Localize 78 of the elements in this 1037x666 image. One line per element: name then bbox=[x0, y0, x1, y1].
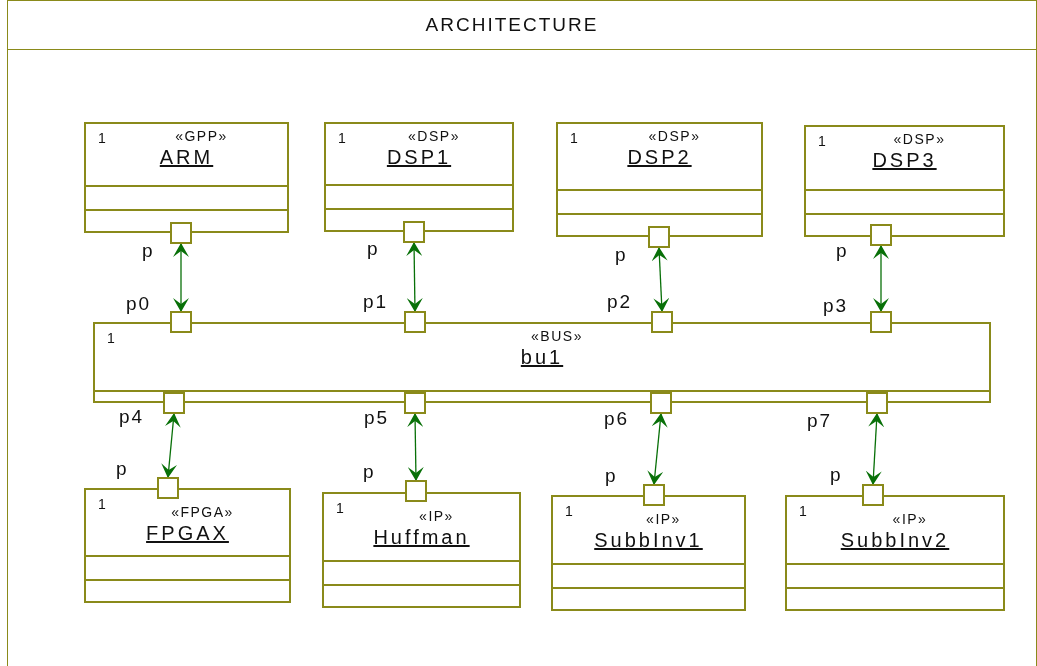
port-label: p4 bbox=[119, 407, 145, 426]
part-box bbox=[556, 122, 763, 237]
port-label: p6 bbox=[604, 409, 630, 428]
stereotype: «DSP» bbox=[408, 128, 460, 144]
double-arrow bbox=[647, 413, 668, 485]
port-square bbox=[403, 221, 425, 243]
stereotype: «DSP» bbox=[893, 131, 946, 147]
part-box bbox=[322, 492, 521, 608]
part-name: SubbInv2 bbox=[840, 529, 950, 552]
port-label: p bbox=[830, 465, 843, 484]
port-square bbox=[866, 392, 888, 414]
multiplicity: 1 bbox=[565, 503, 573, 519]
port-label: p bbox=[605, 466, 618, 485]
port-label: p5 bbox=[364, 408, 390, 427]
port-square bbox=[870, 311, 892, 333]
stereotype: «GPP» bbox=[175, 128, 228, 144]
port-label: p bbox=[363, 462, 376, 481]
port-square bbox=[643, 484, 665, 506]
part-name: DSP2 bbox=[627, 146, 692, 169]
frame bbox=[7, 0, 1037, 666]
port-label: p bbox=[367, 239, 380, 258]
port-label: p2 bbox=[607, 292, 633, 311]
multiplicity: 1 bbox=[336, 500, 344, 516]
port-square bbox=[170, 222, 192, 244]
port-square bbox=[651, 311, 673, 333]
port-square bbox=[170, 311, 192, 333]
stereotype: «BUS» bbox=[531, 328, 583, 344]
double-arrow bbox=[407, 413, 424, 481]
multiplicity: 1 bbox=[570, 130, 578, 146]
part-box bbox=[785, 495, 1005, 611]
multiplicity: 1 bbox=[98, 130, 106, 146]
multiplicity: 1 bbox=[98, 496, 106, 512]
part-box bbox=[804, 125, 1005, 237]
port-square bbox=[405, 480, 427, 502]
double-arrow bbox=[406, 242, 423, 312]
port-label: p bbox=[142, 241, 155, 260]
port-square bbox=[870, 224, 892, 246]
multiplicity: 1 bbox=[799, 503, 807, 519]
part-box bbox=[84, 488, 291, 603]
double-arrow bbox=[865, 413, 885, 485]
part-name: FPGAX bbox=[146, 522, 229, 545]
frame-title: ARCHITECTURE bbox=[425, 14, 599, 36]
part-box bbox=[84, 122, 289, 233]
port-label: p bbox=[836, 241, 849, 260]
stereotype: «IP» bbox=[419, 508, 454, 524]
multiplicity: 1 bbox=[338, 130, 346, 146]
part-box bbox=[93, 322, 991, 403]
double-arrow bbox=[161, 413, 181, 478]
stereotype: «FPGA» bbox=[171, 504, 234, 520]
part-name: SubbInv1 bbox=[594, 529, 703, 552]
part-box bbox=[551, 495, 746, 611]
port-square bbox=[648, 226, 670, 248]
double-arrow bbox=[651, 247, 670, 312]
port-square bbox=[163, 392, 185, 414]
port-label: p0 bbox=[126, 294, 152, 313]
stereotype: «DSP» bbox=[648, 128, 701, 144]
part-box bbox=[324, 122, 514, 232]
double-arrow bbox=[873, 245, 889, 312]
port-label: p bbox=[116, 459, 129, 478]
port-label: p1 bbox=[363, 292, 389, 311]
stereotype: «IP» bbox=[892, 511, 928, 527]
port-square bbox=[157, 477, 179, 499]
double-arrow bbox=[173, 243, 189, 312]
port-square bbox=[404, 392, 426, 414]
port-square bbox=[862, 484, 884, 506]
port-label: p3 bbox=[823, 296, 849, 315]
part-name: DSP1 bbox=[386, 146, 452, 169]
port-label: p7 bbox=[807, 411, 833, 430]
port-label: p bbox=[615, 245, 628, 264]
part-name: Huffman bbox=[373, 526, 470, 549]
part-name: DSP3 bbox=[872, 149, 937, 172]
part-name: ARM bbox=[159, 146, 214, 169]
port-square bbox=[650, 392, 672, 414]
part-name: bu1 bbox=[520, 346, 564, 369]
stereotype: «IP» bbox=[646, 511, 681, 527]
port-square bbox=[404, 311, 426, 333]
multiplicity: 1 bbox=[818, 133, 826, 149]
multiplicity: 1 bbox=[107, 330, 115, 346]
